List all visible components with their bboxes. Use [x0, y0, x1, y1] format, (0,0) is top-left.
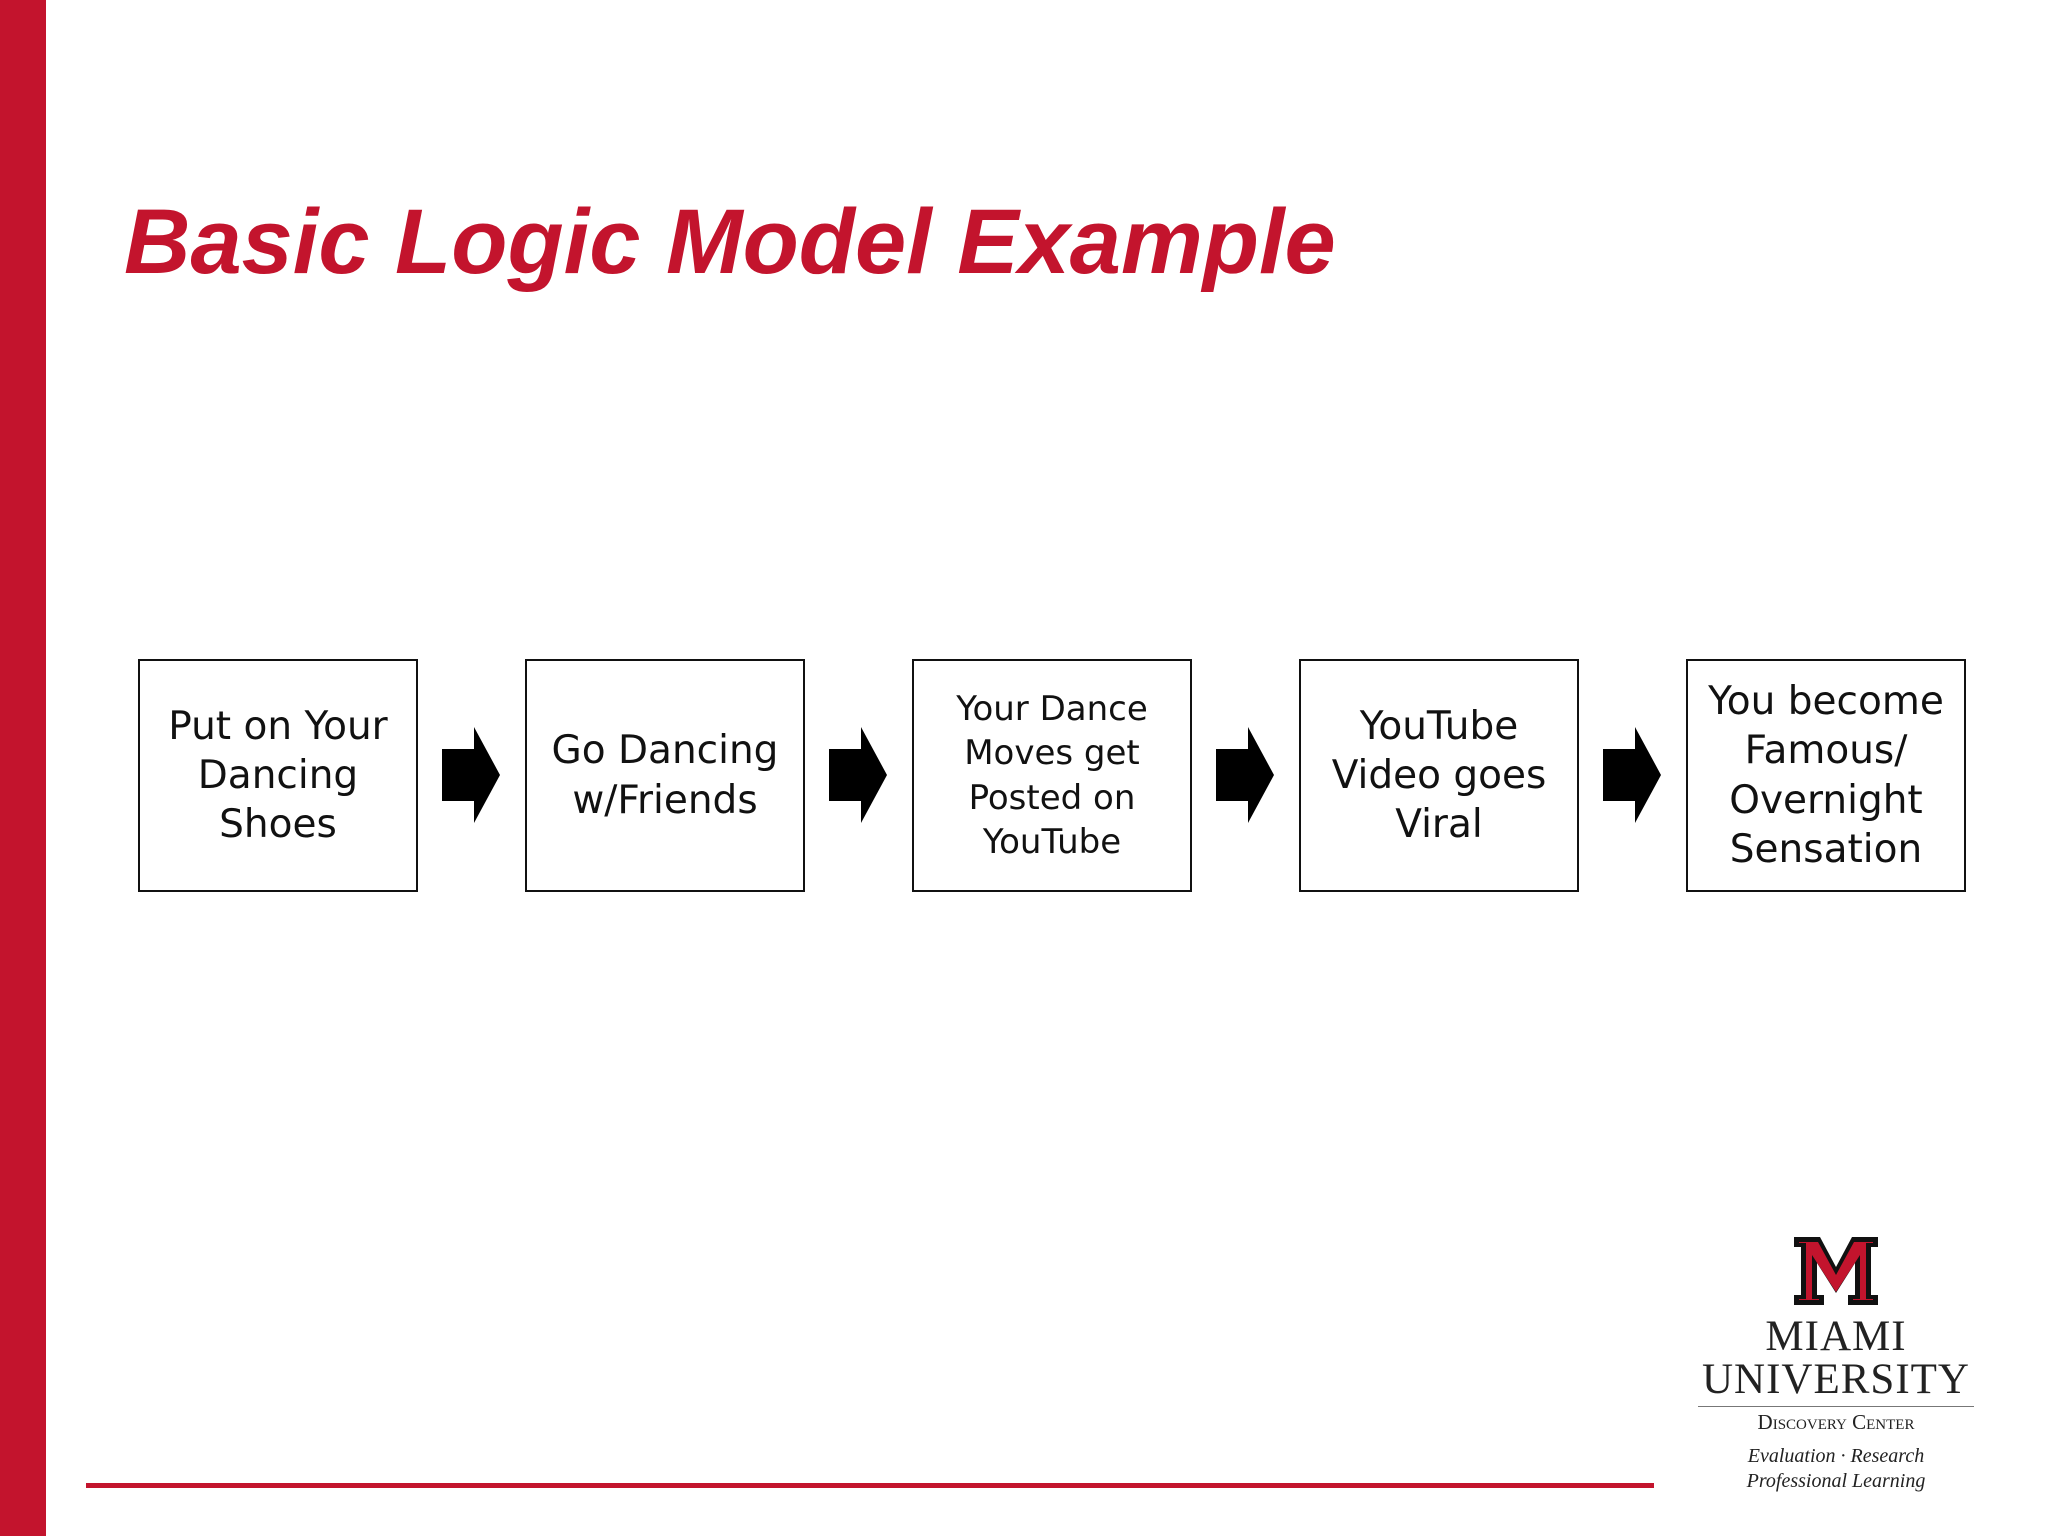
arrow-right-icon	[1603, 727, 1661, 823]
flow-step-4-label: YouTube Video goes Viral	[1331, 703, 1547, 848]
logo-department: Discovery Center	[1757, 1409, 1915, 1434]
arrow-right-icon	[1216, 727, 1274, 823]
logo-tagline-1: Evaluation · Research	[1747, 1444, 1925, 1467]
logo-name-line-2: UNIVERSITY	[1698, 1358, 1974, 1407]
flow-step-4: YouTube Video goes Viral	[1299, 659, 1579, 892]
flow-step-1: Put on Your Dancing Shoes	[138, 659, 418, 892]
flow-step-3: Your Dance Moves get Posted on YouTube	[912, 659, 1192, 892]
arrow-right-icon	[829, 727, 887, 823]
logo-tagline-2: Professional Learning	[1746, 1470, 1926, 1493]
flow-step-2: Go Dancing w/Friends	[525, 659, 805, 892]
arrow-right-icon	[442, 727, 500, 823]
slide-title: Basic Logic Model Example	[124, 191, 1336, 293]
left-accent-bar	[0, 0, 46, 1536]
flow-step-3-label: Your Dance Moves get Posted on YouTube	[956, 689, 1148, 862]
flow-step-5: You become Famous/ Overnight Sensation	[1686, 659, 1966, 892]
footer-rule	[86, 1483, 1654, 1488]
miami-university-logo: MIAMI UNIVERSITY Discovery Center Evalua…	[1698, 1235, 1974, 1495]
flow-step-2-label: Go Dancing w/Friends	[551, 728, 779, 823]
flow-step-5-label: You become Famous/ Overnight Sensation	[1708, 679, 1944, 872]
logo-name-line-1: MIAMI	[1765, 1313, 1907, 1360]
flow-step-1-label: Put on Your Dancing Shoes	[168, 703, 388, 848]
miami-m-icon	[1794, 1237, 1878, 1305]
